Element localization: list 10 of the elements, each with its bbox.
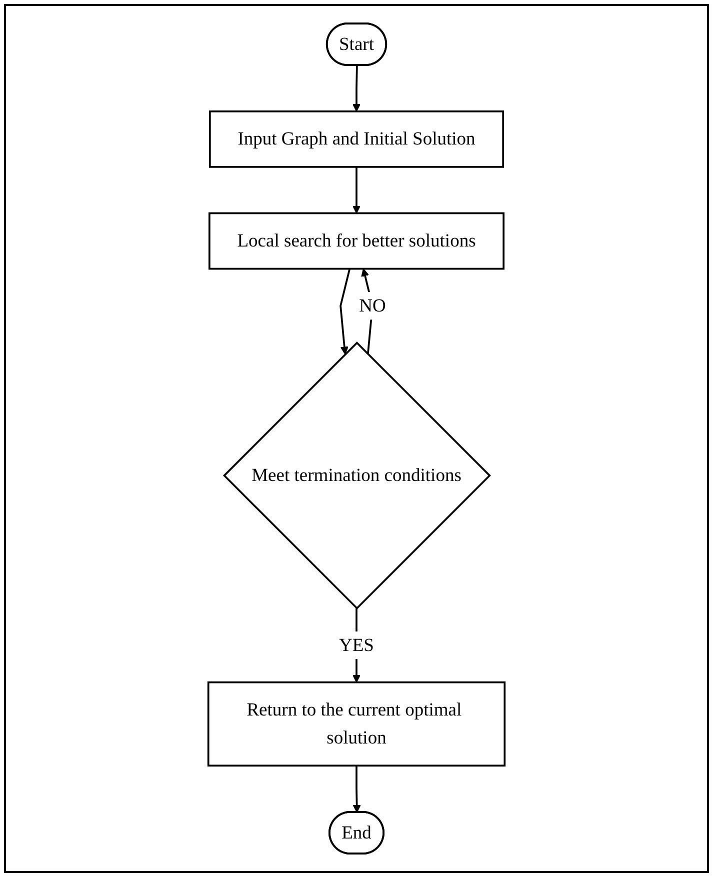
arrow [352,166,361,214]
arrow [340,268,351,355]
edge-label: YES [339,635,374,656]
edge-label: NO [359,296,386,316]
node-box: Input Graph and Initial Solution [208,110,504,168]
node-box: Return to the current optimal solution [207,681,506,767]
node-diamond: Meet termination conditions [222,342,491,610]
arrow [352,766,361,813]
arrow [352,66,361,112]
node-box: Local search for better solutions [208,212,504,270]
